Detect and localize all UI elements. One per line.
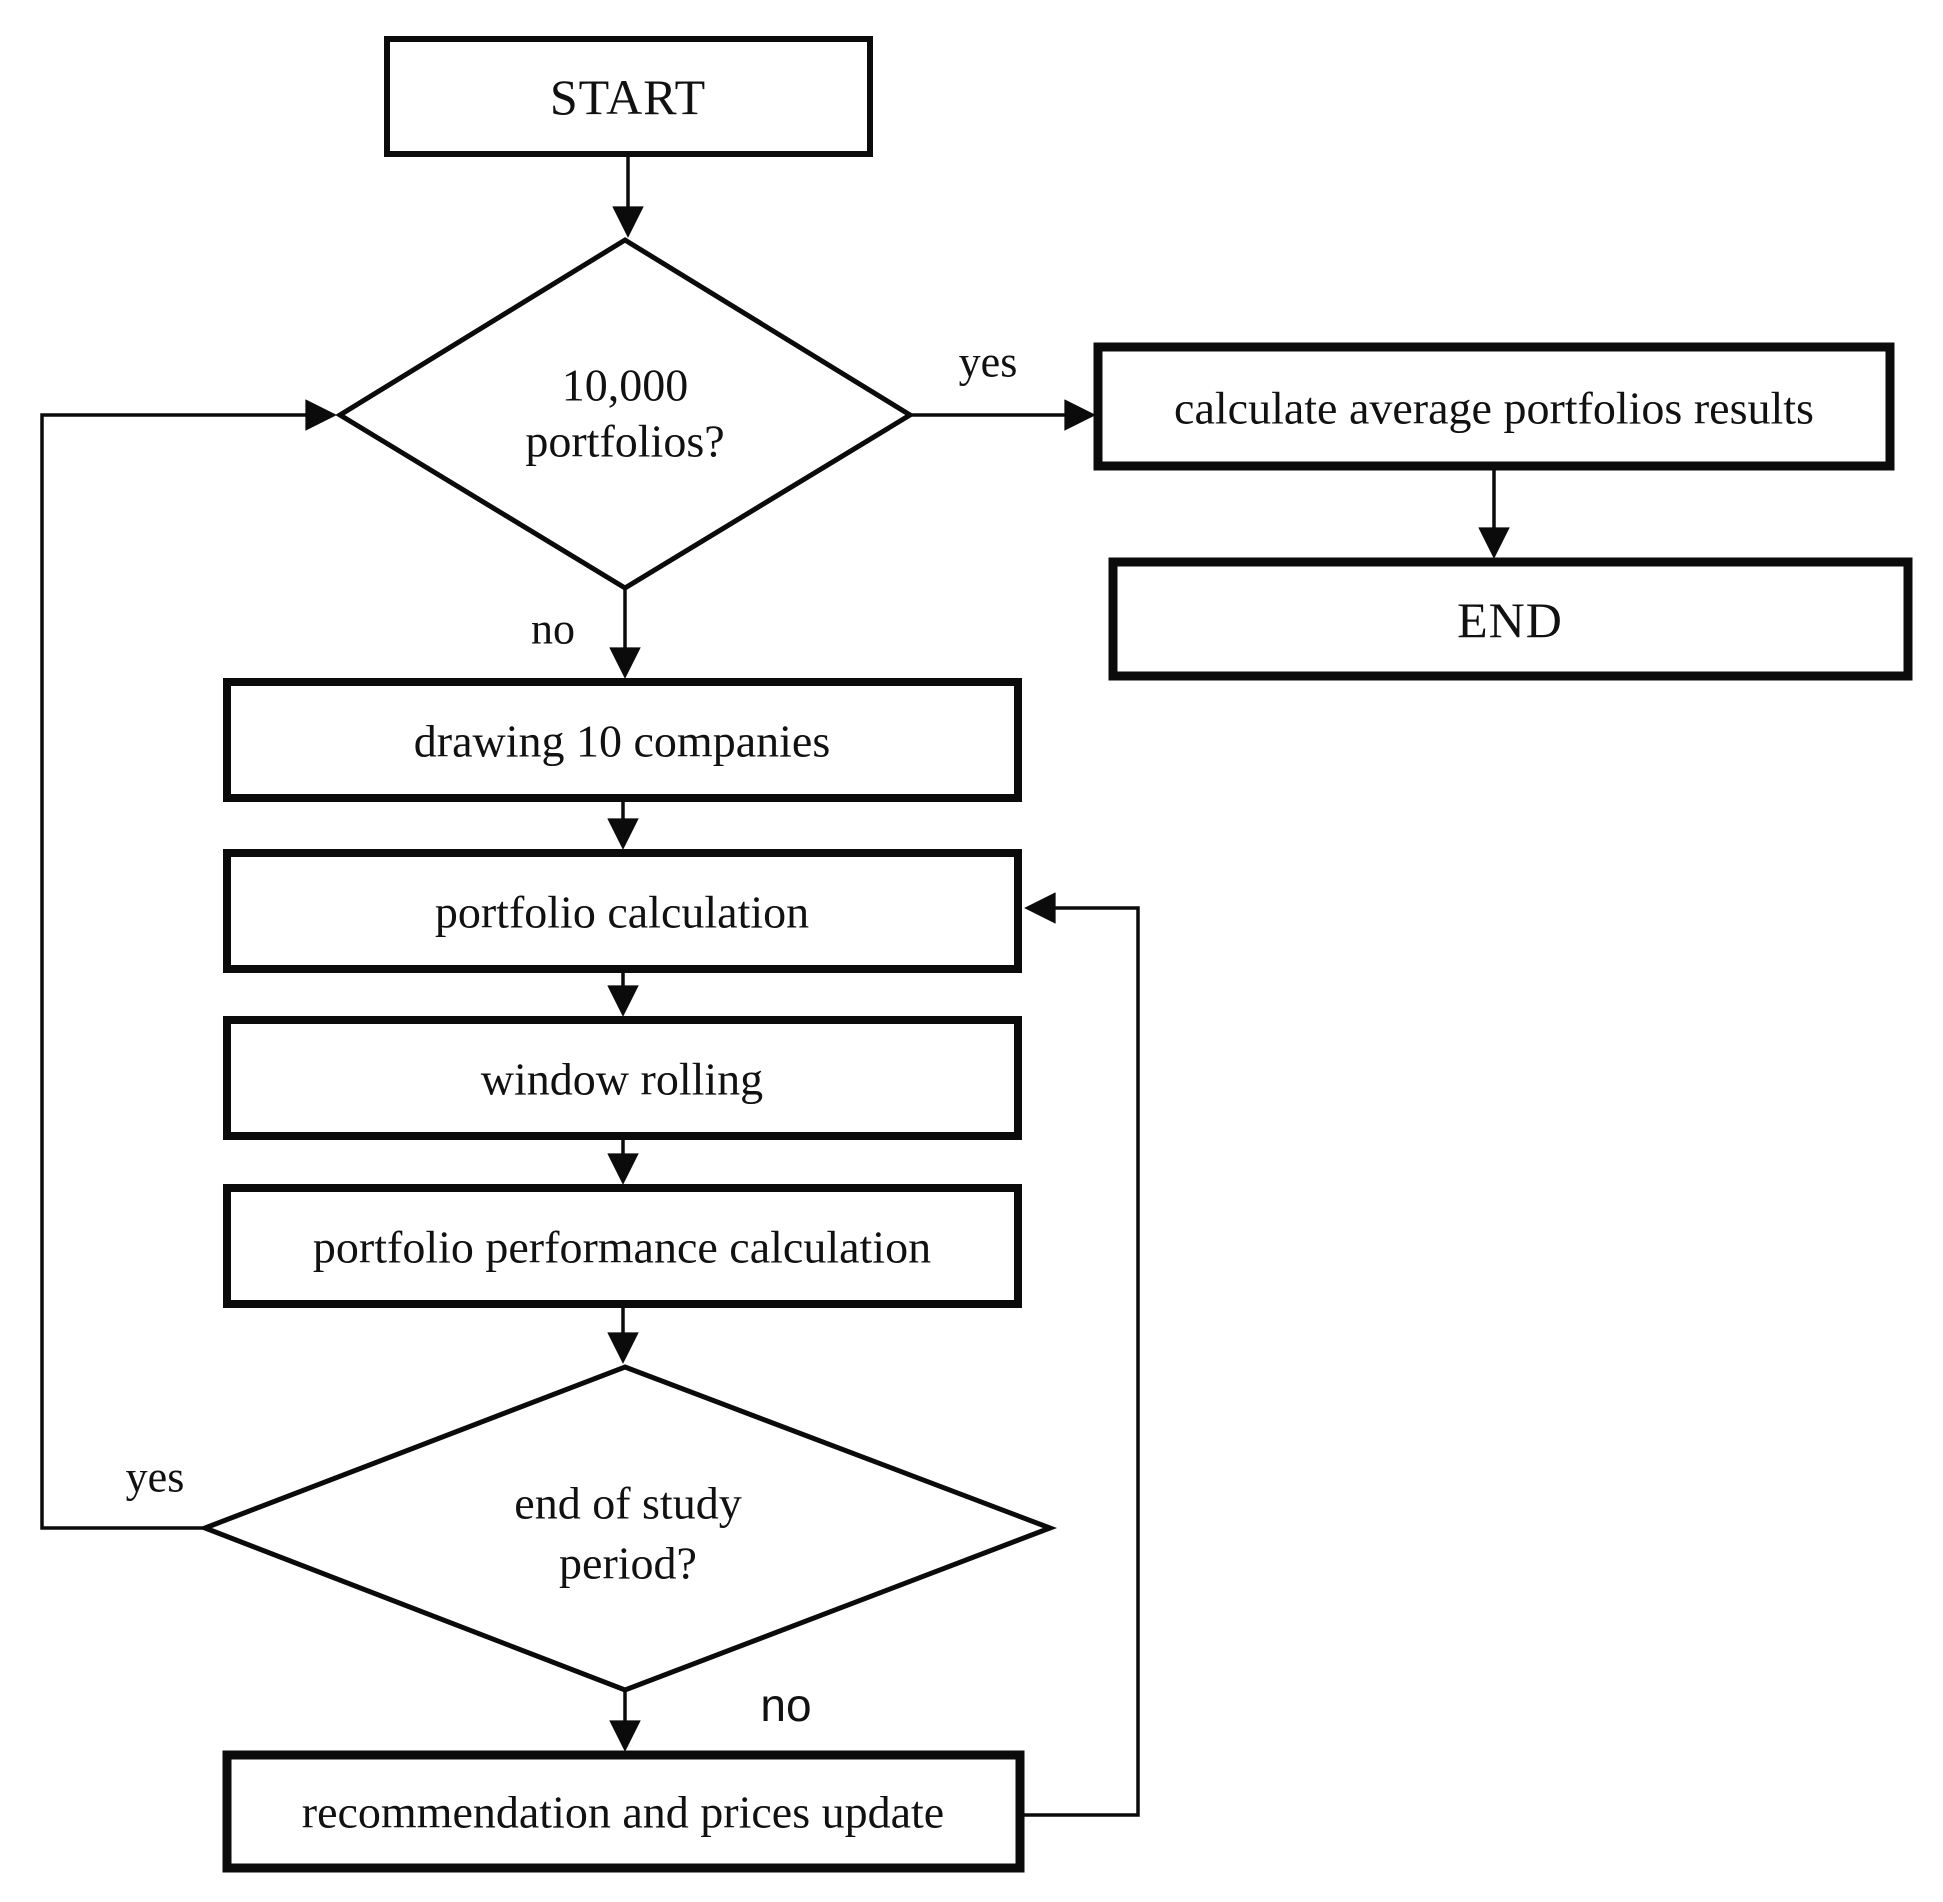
study-period-label-line2: period? xyxy=(559,1538,697,1589)
calc-average-box xyxy=(1093,342,1895,471)
node-study-period-decision: end of study period? xyxy=(198,1364,1058,1693)
node-drawing-companies: drawing 10 companies xyxy=(223,678,1022,802)
end-box xyxy=(1108,557,1913,681)
end-label: END xyxy=(1457,592,1563,648)
edge-label-study-yes: yes xyxy=(126,1453,185,1502)
recommendation-update-box xyxy=(222,1750,1025,1873)
node-start: START xyxy=(384,36,873,157)
portfolios-decision-diamond xyxy=(335,237,915,591)
node-end: END xyxy=(1108,557,1913,681)
study-period-decision-diamond xyxy=(198,1364,1058,1693)
window-rolling-label: window rolling xyxy=(481,1054,763,1105)
portfolios-decision-label-line2: portfolios? xyxy=(525,416,724,467)
start-box xyxy=(384,36,873,157)
start-label: START xyxy=(550,69,706,125)
edge-recommendation-loopback xyxy=(1020,892,1140,1817)
node-portfolio-calculation: portfolio calculation xyxy=(223,849,1022,973)
portfolio-calculation-label: portfolio calculation xyxy=(435,887,809,938)
portfolios-decision-label-line1: 10,000 xyxy=(562,360,689,411)
recommendation-update-label: recommendation and prices update xyxy=(302,1787,944,1838)
edge-label-portfolios-yes: yes xyxy=(959,338,1018,387)
drawing-companies-box xyxy=(223,678,1022,802)
node-performance-calculation: portfolio performance calculation xyxy=(223,1184,1022,1308)
edge-decision2-yes-loopback xyxy=(40,399,337,1530)
performance-calculation-box xyxy=(223,1184,1022,1308)
performance-calculation-label: portfolio performance calculation xyxy=(313,1222,931,1273)
edge-label-study-no: no xyxy=(760,1679,811,1731)
portfolio-calculation-box xyxy=(223,849,1022,973)
node-portfolios-decision: 10,000 portfolios? xyxy=(335,237,915,591)
node-window-rolling: window rolling xyxy=(223,1016,1022,1140)
window-rolling-box xyxy=(223,1016,1022,1140)
drawing-companies-label: drawing 10 companies xyxy=(414,716,830,767)
calc-average-label: calculate average portfolios results xyxy=(1174,383,1814,434)
edge-label-portfolios-no: no xyxy=(531,605,575,654)
study-period-label-line1: end of study xyxy=(514,1478,741,1529)
node-recommendation-update: recommendation and prices update xyxy=(222,1750,1025,1873)
node-calc-average: calculate average portfolios results xyxy=(1093,342,1895,471)
